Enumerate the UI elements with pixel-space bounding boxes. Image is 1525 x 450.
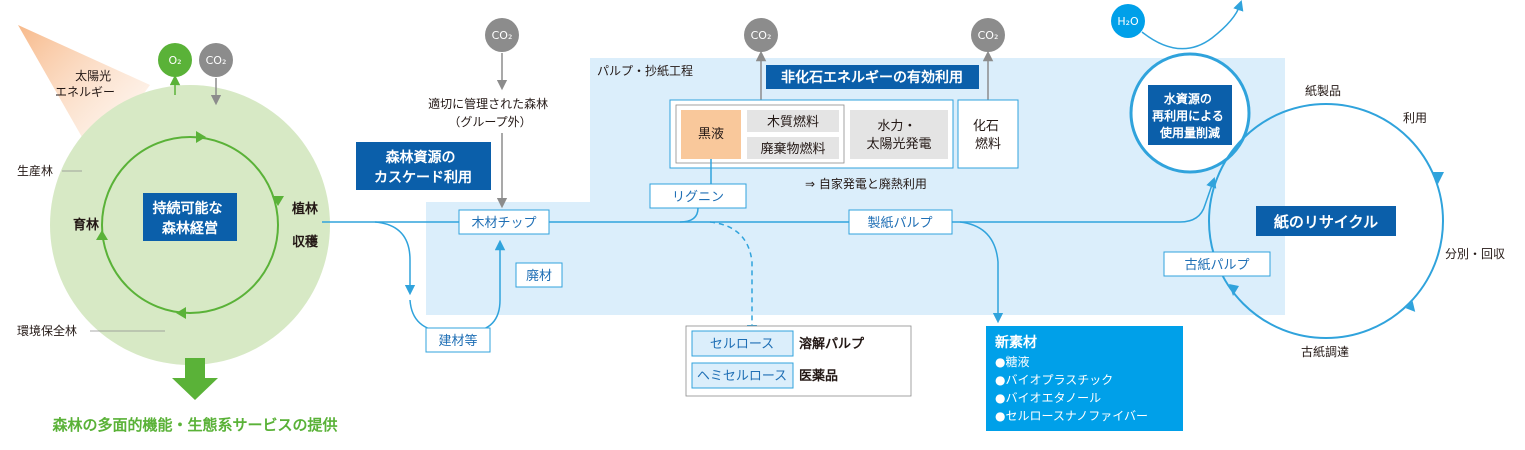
new-material-title: 新素材 [995, 334, 1037, 351]
new-material-item: ●セルロースナノファイバー [995, 409, 1148, 423]
self-power-label: ⇒ 自家発電と廃熱利用 [805, 176, 927, 191]
water-reuse-box [1148, 85, 1232, 145]
paper-products-label: 紙製品 [1305, 83, 1341, 98]
forest-center-label: 持続可能な 森林経営 [153, 200, 228, 237]
recycle-arrowhead-2 [1405, 300, 1416, 312]
fossil-label: 化石 燃料 [973, 119, 1003, 152]
recycle-arrowhead-1 [1432, 172, 1444, 184]
procure-label: 古紙調達 [1301, 344, 1349, 359]
hydro-solar-label: 水力・ 太陽光発電 [866, 119, 931, 152]
dissolving-pulp-label: 溶解パルプ [799, 336, 865, 352]
process-background [426, 58, 1285, 315]
recycle-center-label: 紙のリサイクル [1274, 213, 1378, 231]
forest-center-box [143, 193, 237, 241]
building-box [425, 327, 491, 353]
forest-cycle-arrowhead-1 [196, 131, 206, 143]
co2-label-energy-left: CO₂ [751, 29, 772, 42]
environment-forest-label: 環境保全林 [17, 323, 77, 338]
wood-fuel-label: 木質燃料 [767, 114, 819, 130]
new-material-box [986, 326, 1183, 431]
dissolving-branch [709, 221, 758, 336]
hydro-solar-box [850, 110, 948, 159]
co2-label-forest: CO₂ [206, 54, 227, 67]
nonfossil-label: 非化石エネルギーの有効利用 [781, 69, 963, 86]
water-reuse-label: 水資源の 再利用による 使用量削減 [1152, 91, 1228, 140]
wood-chip-box [458, 209, 550, 235]
managed-forest-label: 適切に管理された森林 （グループ外） [428, 96, 552, 129]
nonfossil-box [766, 65, 979, 89]
recycle-center-box [1256, 206, 1396, 236]
process-title: パルプ・抄紙工程 [597, 63, 693, 78]
black-liquor-box [681, 110, 741, 159]
wood-fuel-box [747, 110, 839, 132]
forest-cycle-arrowhead-4 [96, 230, 108, 240]
paper-pulp-label: 製紙パルプ [867, 216, 932, 231]
h2o-bubble [1111, 4, 1145, 38]
building-label: 建材等 [438, 333, 477, 349]
black-liquor-label: 黒液 [698, 127, 724, 142]
co2-bubble-energy-right [971, 18, 1005, 52]
sunlight-label: 太陽光 エネルギー [55, 68, 115, 99]
water-cycle-arc [1141, 0, 1244, 50]
waste-fuel-box [747, 137, 839, 159]
forest-cycle-arrowhead-2 [272, 196, 284, 206]
main-flow-line [322, 177, 1217, 223]
o2-bubble [158, 43, 192, 77]
fossil-box [957, 99, 1019, 169]
new-material-item: ●バイオエタノール [995, 391, 1101, 405]
co2-bubble-forest [199, 43, 233, 77]
use-label: 利用 [1403, 111, 1427, 125]
forest-output-arrow [172, 358, 218, 400]
production-forest-label: 生産林 [17, 163, 53, 178]
new-material-branch [959, 221, 1004, 324]
paper-pulp-box [848, 209, 953, 235]
waste-wood-label: 廃材 [526, 268, 552, 284]
hemicellulose-label: ヘミセルロース [697, 369, 787, 384]
co2-label-supply: CO₂ [492, 29, 513, 42]
h2o-label: H₂O [1117, 15, 1139, 28]
hemicellulose-box [691, 362, 794, 389]
co2-bubble-supply [485, 18, 519, 52]
recycle-ring [1208, 103, 1444, 339]
co2-label-energy-right: CO₂ [978, 29, 999, 42]
recycle-arrowhead-3 [1229, 284, 1239, 296]
co2-bubble-energy-left [744, 18, 778, 52]
harvest-label: 収穫 [292, 234, 319, 250]
lignin-box [649, 183, 747, 209]
sort-collect-label: 分別・回収 [1445, 247, 1505, 261]
nurture-label: 育林 [73, 217, 99, 233]
lignin-connector-bottom [679, 207, 699, 223]
pharma-label: 医薬品 [799, 368, 838, 384]
new-material-item: ●バイオプラスチック [995, 373, 1113, 387]
plant-label: 植林 [291, 201, 318, 217]
forest-cycle-ring [101, 136, 279, 314]
cascade-box [356, 142, 491, 190]
waste-fuel-label: 廃棄物燃料 [760, 141, 825, 157]
cascade-label: 森林資源の カスケード利用 [374, 149, 472, 186]
recycled-pulp-label: 古紙パルプ [1184, 258, 1249, 273]
forest-footer: 森林の多面的機能・生態系サービスの提供 [52, 416, 337, 434]
new-material-item: ●糖液 [995, 354, 1029, 369]
waste-wood-box [515, 262, 563, 288]
cellulose-box [691, 330, 794, 357]
forest-cycle-arrowhead-3 [176, 307, 186, 319]
recycled-pulp-box [1163, 251, 1271, 277]
building-branch [374, 221, 416, 296]
o2-label: O₂ [168, 54, 181, 67]
cellulose-label: セルロース [710, 337, 774, 352]
lignin-label: リグニン [672, 190, 724, 205]
wood-chip-label: 木材チップ [471, 216, 536, 231]
